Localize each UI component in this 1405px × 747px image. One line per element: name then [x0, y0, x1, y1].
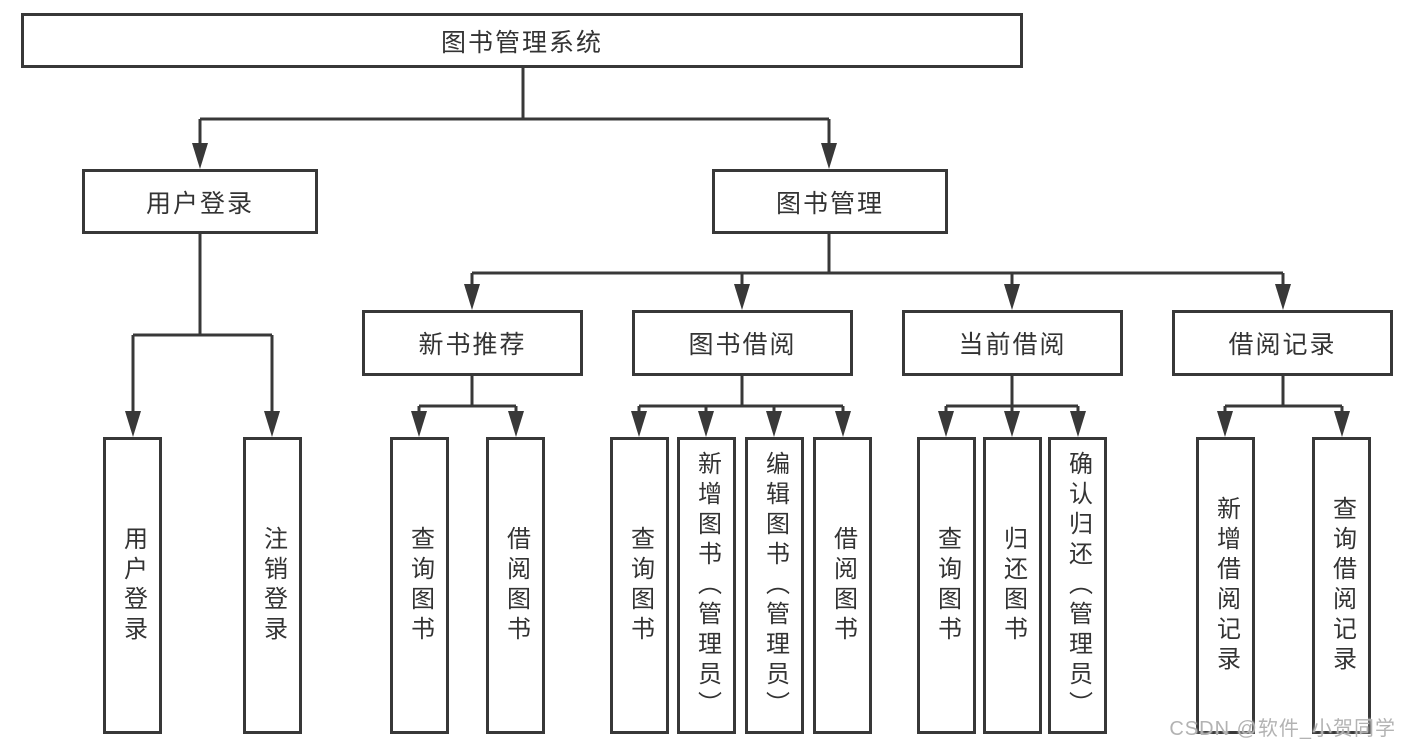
leaf-label: 确认归还（管理员）: [1064, 450, 1092, 721]
leaf-label: 新增借阅记录: [1212, 495, 1240, 676]
node-borrow-records: 借阅记录: [1172, 310, 1393, 376]
node-label: 借阅记录: [1228, 331, 1337, 359]
connector-arrowheads: [125, 143, 1350, 437]
leaf-query-borrow-record: 查询借阅记录: [1312, 437, 1371, 734]
node-book-borrow: 图书借阅: [632, 310, 853, 376]
connector-rails: [131, 66, 1344, 413]
leaf-label: 查询图书: [626, 525, 654, 646]
node-label: 新书推荐: [418, 331, 527, 359]
node-label: 当前借阅: [958, 331, 1067, 359]
leaf-label: 查询借阅记录: [1328, 495, 1356, 676]
leaf-label: 借阅图书: [502, 525, 530, 646]
watermark: CSDN @软件_小贺同学: [1169, 718, 1396, 740]
leaf-label: 归还图书: [999, 525, 1027, 646]
node-label: 用户登录: [145, 189, 254, 218]
node-user-login: 用户登录: [82, 169, 318, 234]
leaf-label: 查询图书: [406, 525, 434, 646]
leaf-confirm-return-admin: 确认归还（管理员）: [1048, 437, 1107, 734]
leaf-borrow-query-books: 查询图书: [610, 437, 669, 734]
node-library-management-system: 图书管理系统: [21, 13, 1023, 68]
leaf-label: 借阅图书: [829, 525, 857, 646]
node-book-management: 图书管理: [712, 169, 948, 234]
leaf-label: 查询图书: [933, 525, 961, 646]
leaf-recommend-borrow-books: 借阅图书: [486, 437, 545, 734]
node-current-borrow: 当前借阅: [902, 310, 1123, 376]
node-new-book-recommend: 新书推荐: [362, 310, 583, 376]
leaf-label: 注销登录: [259, 525, 287, 646]
leaf-recommend-query-books: 查询图书: [390, 437, 449, 734]
node-label: 图书管理系统: [440, 28, 603, 57]
leaf-label: 编辑图书（管理员）: [761, 450, 789, 721]
leaf-add-borrow-record: 新增借阅记录: [1196, 437, 1255, 734]
leaf-edit-books-admin: 编辑图书（管理员）: [745, 437, 804, 734]
leaf-user-login: 用户登录: [103, 437, 162, 734]
leaf-current-query-books: 查询图书: [917, 437, 976, 734]
leaf-label: 新增图书（管理员）: [693, 450, 721, 721]
node-label: 图书管理: [775, 189, 884, 218]
leaf-label: 用户登录: [119, 525, 147, 646]
leaf-logout: 注销登录: [243, 437, 302, 734]
node-label: 图书借阅: [688, 331, 797, 359]
leaf-add-books-admin: 新增图书（管理员）: [677, 437, 736, 734]
leaf-return-books: 归还图书: [983, 437, 1042, 734]
leaf-borrow-books: 借阅图书: [813, 437, 872, 734]
